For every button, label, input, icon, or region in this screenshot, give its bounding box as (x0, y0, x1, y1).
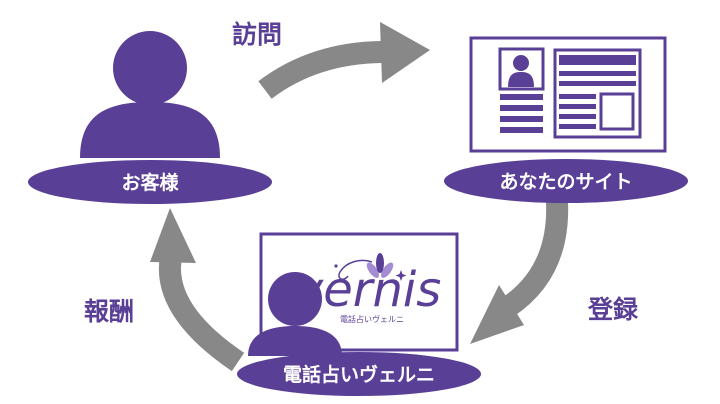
website-icon (469, 36, 667, 153)
service-label: 電話占いヴェルニ (283, 363, 435, 386)
website-content-header (559, 55, 636, 65)
arrow-reward (150, 208, 245, 372)
website-content-line-4 (559, 104, 596, 109)
customer-person-body (80, 102, 220, 158)
arrow-reward-shaft (158, 249, 245, 372)
arrow-register-shaft (501, 201, 569, 317)
arrow-register (470, 201, 569, 344)
edge-label-reward: 報酬 (84, 297, 134, 326)
website-profile-line-1 (500, 94, 543, 100)
website-content-image (599, 92, 635, 131)
lotus-petal-center (376, 253, 384, 273)
vernis-logo-swirl (338, 259, 373, 280)
website-profile-line-3 (500, 116, 543, 122)
customer-person-head (113, 31, 187, 105)
star-icon (395, 270, 407, 281)
website-profile-line-2 (500, 105, 543, 111)
customer-label: お客様 (121, 171, 179, 194)
site-label-pill (444, 159, 688, 203)
arrow-register-head (470, 285, 524, 344)
website-profile-body (508, 72, 534, 87)
website-profile-line-4 (500, 127, 543, 133)
website-content-line-2 (559, 81, 636, 86)
arrow-visit-head (380, 22, 430, 83)
arrow-reward-head (150, 208, 196, 263)
service-person-icon (248, 272, 342, 356)
lotus-icon (366, 253, 394, 278)
website-content-line-5 (559, 114, 596, 119)
website-content-line-6 (559, 124, 596, 129)
customer-label-pill (28, 160, 272, 204)
arrow-visit-shaft (258, 41, 386, 99)
website-content-line-3 (559, 94, 596, 99)
arrow-visit (258, 22, 430, 99)
vernis-logo-swirl-dot (334, 264, 338, 268)
service-person-body (248, 326, 342, 356)
website-profile-head (513, 55, 529, 71)
vernis-subtitle: 電話占いヴェルニ (340, 314, 404, 324)
service-label-pill (237, 352, 481, 396)
lotus-petal-right (381, 262, 394, 278)
site-label: あなたのサイト (499, 171, 632, 193)
website-content-line-1 (559, 71, 636, 76)
edge-label-visit: 訪問 (232, 20, 282, 49)
edge-label-register: 登録 (587, 295, 639, 324)
customer-person-icon (80, 31, 220, 158)
lotus-petal-left (366, 262, 379, 278)
service-person-head (268, 272, 322, 326)
